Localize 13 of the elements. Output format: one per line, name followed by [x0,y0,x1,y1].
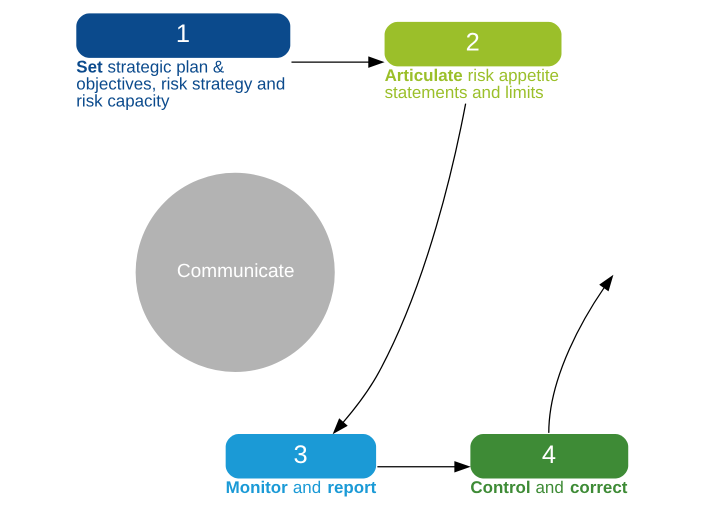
arrow [548,274,613,433]
node-box: 3 [225,434,376,478]
node-label: Control and correct [470,478,627,498]
node-circle: Communicate [135,172,334,372]
arrow [290,56,384,68]
arrow [376,461,470,472]
node-label: Monitor and report [225,478,376,498]
node-box: 4 [470,434,628,478]
node-label: Set strategic plan & objectives, risk strategy and risk capacity [76,57,285,110]
arrow [332,103,466,434]
node-label: Articulate risk appetite statements and limits [384,66,558,102]
node-box: 2 [384,22,561,66]
node-box: 1 [76,13,290,58]
